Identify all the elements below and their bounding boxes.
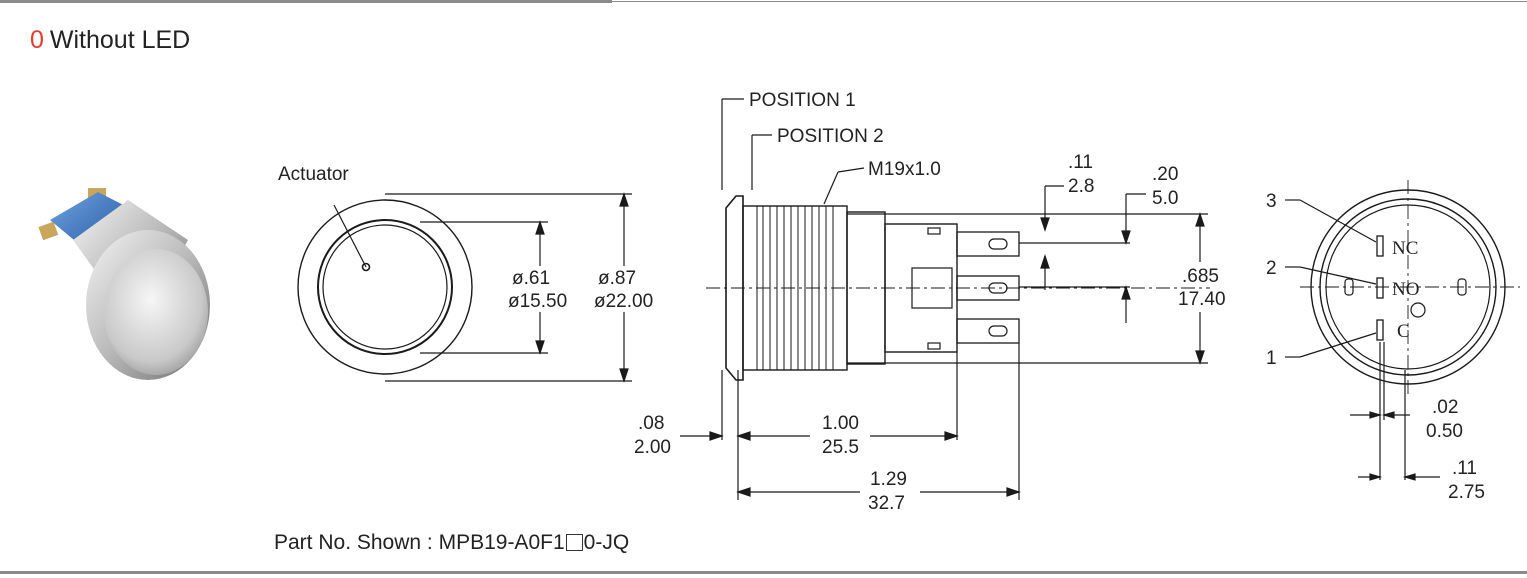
terminal-length-mm: 5.0 [1152,188,1178,209]
pin-width-in: .11 [1452,458,1477,479]
option-box [565,534,583,551]
thread-label: M19x1.0 [868,159,941,180]
product-photo [38,188,210,380]
pin-thickness-in: .02 [1432,397,1458,418]
thread-length-in: 1.00 [822,413,859,434]
outer-diameter-mm: ø22.00 [594,291,653,312]
front-view [297,192,632,383]
bottom-rule [0,571,1527,574]
bezel-thickness-mm: 2.00 [634,437,671,458]
rear-view [1285,180,1520,481]
c-label: C [1397,321,1410,342]
pin-width-mm: 2.75 [1448,482,1485,503]
total-length-in: 1.29 [870,469,907,490]
thread-length-mm: 25.5 [822,437,859,458]
terminal-length-in: .20 [1152,164,1178,185]
body-height-in: .685 [1182,266,1219,287]
part-number-suffix: 0-JQ [583,531,630,554]
body-height-mm: 17.40 [1178,289,1226,310]
pin-thickness-mm: 0.50 [1426,421,1463,442]
top-rule-thin [612,1,1527,2]
outer-diameter-in: ø.87 [598,268,636,289]
top-rule [0,0,612,3]
bezel-thickness-in: .08 [638,413,664,434]
inner-diameter-in: ø.61 [512,268,550,289]
total-length-mm: 32.7 [868,493,905,514]
pin-2-label: 2 [1266,258,1277,279]
pin-3-label: 3 [1266,191,1277,212]
no-label: NO [1392,279,1419,300]
part-number-caption: Part No. Shown : MPB19-A0F1 0-JQ [274,531,629,555]
part-number-prefix: Part No. Shown : MPB19-A0F1 [274,531,565,554]
position-1-label: POSITION 1 [749,90,856,111]
position-2-label: POSITION 2 [777,126,884,147]
side-view [680,98,1210,500]
actuator-label: Actuator [278,164,349,185]
terminal-gap-mm: 2.8 [1068,176,1094,197]
terminal-gap-in: .11 [1068,152,1093,173]
option-code: 0 [30,26,44,54]
inner-diameter-mm: ø15.50 [508,291,567,312]
pin-1-label: 1 [1266,348,1277,369]
nc-label: NC [1392,238,1418,259]
option-label: Without LED [49,26,191,54]
